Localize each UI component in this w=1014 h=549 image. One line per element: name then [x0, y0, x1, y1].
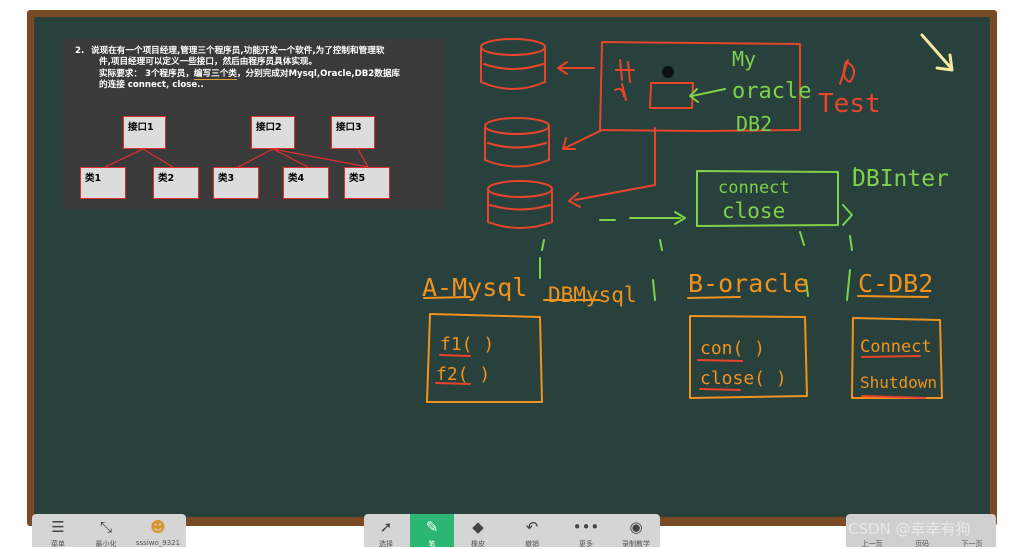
next-page-label: 下一页 [950, 539, 994, 549]
eraser-tool-label: 橡皮 [456, 539, 500, 549]
pen-icon: ✎ [410, 518, 454, 536]
more-label: 更多 [564, 539, 608, 549]
hw-db2: DB2 [736, 112, 772, 136]
prev-page-label: 上一页 [850, 539, 894, 549]
hw-a-f1: f1( ) [440, 334, 494, 355]
page-number-label: 页码 [900, 539, 944, 549]
hw-close: close [722, 199, 785, 223]
more-icon: ••• [564, 518, 608, 536]
hw-c-db2: C-DB2 [858, 269, 933, 298]
eraser-icon: ◆ [456, 518, 500, 536]
center-toolbar: ➚ 选择 ✎ 笔 ◆ 橡皮 ↶ 撤销 ••• 更多 ◉ 录制教学 [364, 514, 660, 547]
hw-b-con: con( ) [700, 338, 765, 359]
hw-a-f2: f2( ) [436, 364, 490, 385]
user-label: sssiwo_9321 [132, 539, 184, 547]
hw-db-interface: DBInter [852, 166, 949, 192]
pen-tool-button[interactable]: ✎ 笔 [410, 514, 454, 547]
watermark: CSDN @幸幸有狗 [848, 518, 971, 539]
undo-icon: ↶ [510, 518, 554, 536]
hw-c-connect: Connect [860, 337, 932, 357]
hw-oracle: oracle [732, 79, 811, 104]
menu-label: 菜单 [36, 539, 80, 549]
hw-c-shutdown: Shutdown [860, 373, 937, 392]
select-tool-label: 选择 [364, 539, 408, 549]
minimize-label: 最小化 [84, 539, 128, 549]
hw-db-mysql: DBMysql [548, 283, 637, 307]
screen-record-label: 录制教学 [614, 539, 658, 549]
undo-label: 撤销 [510, 539, 554, 549]
more-button[interactable]: ••• 更多 [564, 514, 608, 547]
cursor-icon: ➚ [364, 518, 408, 536]
hw-b-oracle: B-oracle [688, 269, 808, 298]
hw-b-close: close( ) [700, 368, 787, 389]
eraser-tool-button[interactable]: ◆ 橡皮 [456, 514, 500, 547]
select-tool-button[interactable]: ➚ 选择 [364, 514, 408, 547]
menu-icon: ☰ [36, 518, 80, 536]
hw-my: My [732, 47, 756, 71]
hw-test: Test [818, 89, 881, 119]
pen-tool-label: 笔 [410, 539, 454, 549]
hw-connect: connect [718, 178, 790, 198]
left-toolbar: ☰ 菜单 ⤡ 最小化 ☻ sssiwo_9321 [32, 514, 186, 547]
avatar-icon: ☻ [132, 518, 184, 536]
yellow-arrow [922, 35, 952, 70]
minimize-button[interactable]: ⤡ 最小化 [84, 514, 128, 547]
screen-record-button[interactable]: ◉ 录制教学 [614, 514, 658, 547]
undo-button[interactable]: ↶ 撤销 [510, 514, 554, 547]
minimize-icon: ⤡ [84, 518, 128, 536]
screen-record-icon: ◉ [614, 518, 658, 536]
user-button[interactable]: ☻ sssiwo_9321 [132, 514, 184, 547]
hw-a-mysql: A-Mysql [422, 273, 527, 302]
menu-button[interactable]: ☰ 菜单 [36, 514, 80, 547]
database-cylinders [481, 39, 552, 228]
